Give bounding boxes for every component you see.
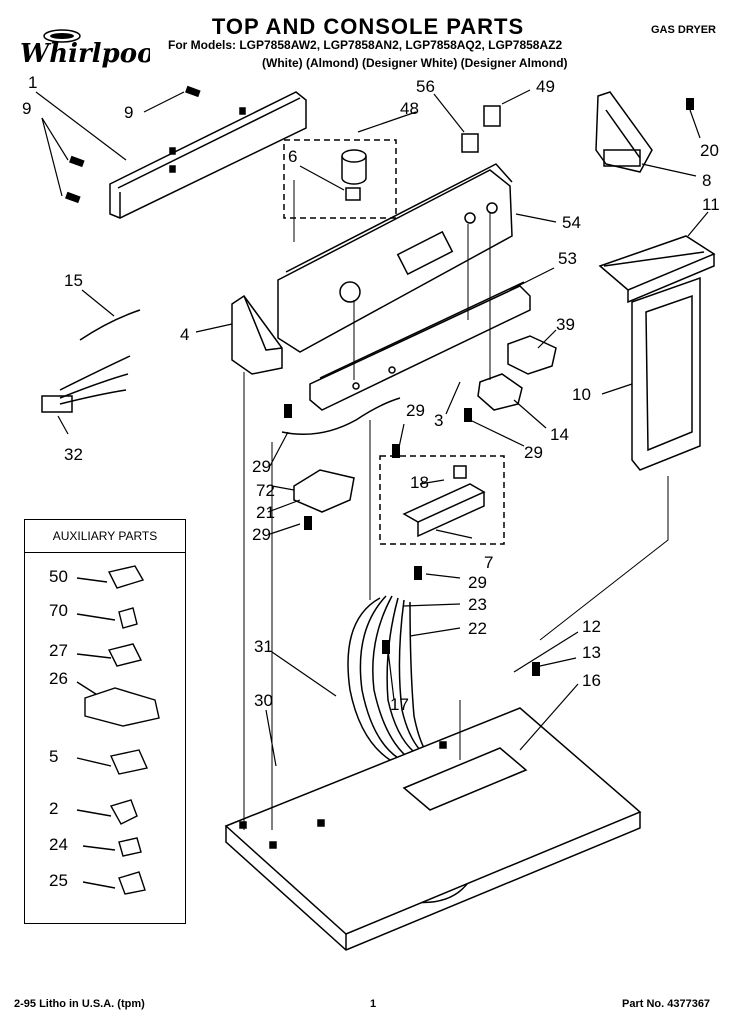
aux-item-70: 70 (49, 601, 68, 620)
aux-item-50: 50 (49, 567, 68, 586)
callout-30: 30 (254, 691, 273, 710)
lint-filter-part (598, 235, 716, 471)
main-wire-bundle-part (339, 595, 471, 904)
callout-16: 16 (582, 671, 601, 690)
callout-17: 17 (390, 695, 409, 714)
auxiliary-parts-drawings (76, 565, 160, 895)
end-cap-right-part (595, 91, 653, 173)
callout-9: 9 (22, 99, 32, 118)
footer-print-info: 2-95 Litho in U.S.A. (tpm) (14, 998, 145, 1010)
brand-logo: Whirlpool (18, 28, 164, 75)
callout-56: 56 (416, 77, 435, 96)
callout-11: 11 (702, 195, 720, 214)
terminal-block-part (402, 465, 486, 538)
callout-13: 13 (582, 643, 601, 662)
variants-line: (White) (Almond) (Designer White) (Desig… (262, 56, 568, 70)
callout-3: 3 (434, 411, 444, 430)
aux-item-26: 26 (49, 669, 68, 688)
callout-31: 31 (254, 637, 273, 656)
auxiliary-parts-heading: AUXILIARY PARTS (25, 520, 185, 553)
callout-53: 53 (558, 249, 577, 268)
callout-9-upper: 9 (124, 103, 134, 122)
callout-54: 54 (562, 213, 581, 232)
callout-15: 15 (64, 271, 83, 290)
footer-page-number: 1 (370, 998, 377, 1010)
wire-harness-part (41, 309, 141, 413)
control-knob-part (461, 105, 501, 153)
callout-29-left: 29 (252, 457, 271, 476)
console-panel-part (277, 163, 513, 353)
callout-8: 8 (702, 171, 712, 190)
aux-item-24: 24 (49, 835, 68, 854)
callout-20: 20 (700, 141, 719, 160)
callout-29-terminal: 29 (468, 573, 487, 592)
callout-23: 23 (468, 595, 487, 614)
callout-49: 49 (536, 77, 555, 96)
callout-1: 1 (28, 73, 38, 92)
page-title: TOP AND CONSOLE PARTS (211, 14, 525, 39)
product-type: GAS DRYER (651, 24, 716, 36)
callout-72: 72 (256, 481, 275, 500)
rear-bracket-part (109, 91, 307, 219)
callout-10: 10 (572, 385, 591, 404)
aux-item-2: 2 (49, 799, 59, 818)
relay-part (281, 397, 401, 513)
brand-logo-text: Whirlpool (20, 39, 150, 69)
callout-29-center: 29 (406, 401, 425, 420)
timer-knob-part (341, 149, 367, 201)
footer-part-number: Part No. 4377367 (622, 998, 711, 1010)
callout-6: 6 (288, 147, 298, 166)
auxiliary-parts-box: AUXILIARY PARTS 50 70 27 26 5 2 24 25 (24, 519, 186, 924)
callout-18: 18 (410, 473, 429, 492)
callout-48: 48 (400, 99, 419, 118)
callout-21: 21 (256, 503, 275, 522)
callout-32: 32 (64, 445, 83, 464)
screw-parts (65, 85, 694, 676)
aux-item-27: 27 (49, 641, 68, 660)
callout-4: 4 (180, 325, 190, 344)
aux-item-25: 25 (49, 871, 68, 890)
switch-part (477, 335, 557, 411)
callout-22: 22 (468, 619, 487, 638)
aux-item-5: 5 (49, 747, 59, 766)
callout-14: 14 (550, 425, 569, 444)
callout-29-relay: 29 (252, 525, 271, 544)
callout-7: 7 (484, 553, 494, 572)
cabinet-top-part (224, 707, 642, 951)
callout-39: 39 (556, 315, 575, 334)
callout-12: 12 (582, 617, 601, 636)
end-cap-left-part (231, 294, 283, 375)
models-line: For Models: LGP7858AW2, LGP7858AN2, LGP7… (168, 38, 563, 52)
callout-29-right: 29 (524, 443, 543, 462)
